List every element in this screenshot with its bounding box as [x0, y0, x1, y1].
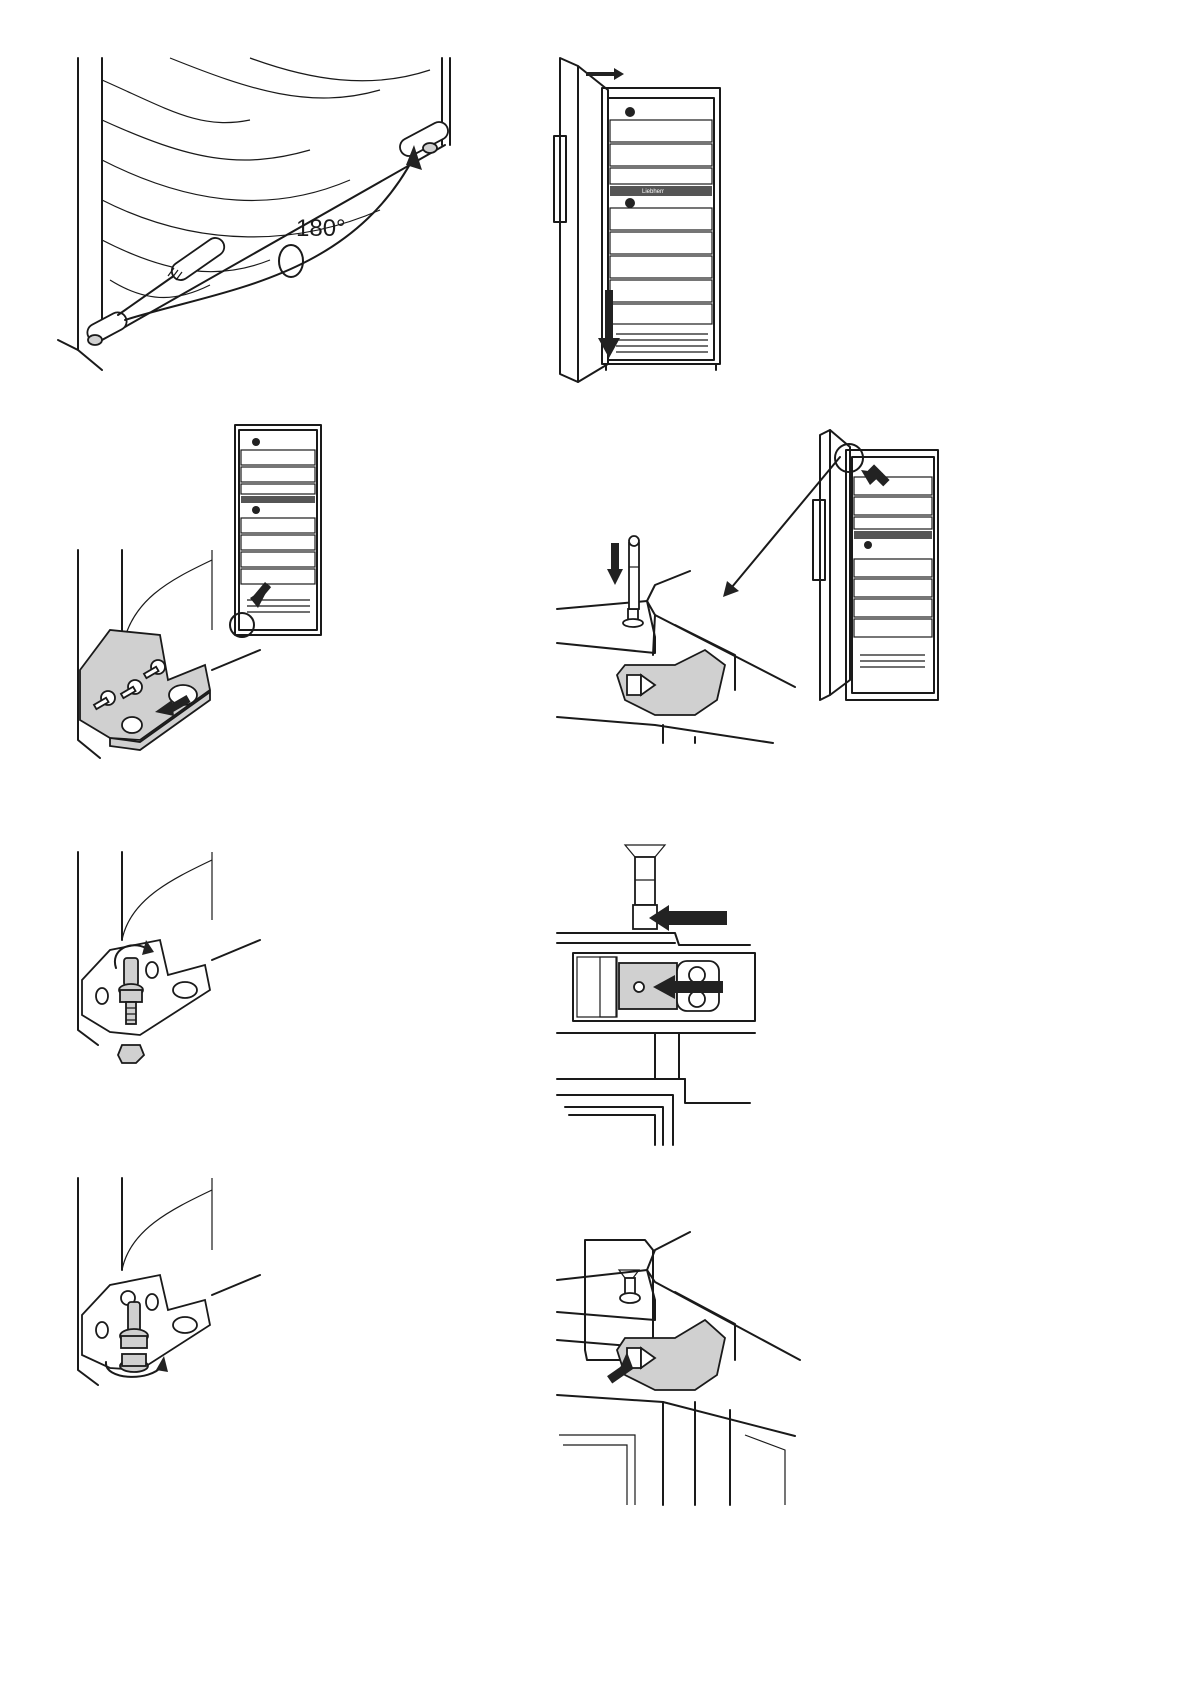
figure-hinge-screw — [555, 1220, 805, 1510]
brand-mark: Liebherr — [642, 189, 664, 195]
figure-hinge-pin-unscrew — [50, 840, 250, 1075]
figure-hinge-pin-fitted — [50, 1170, 250, 1410]
figure-door-remove: Liebherr — [550, 50, 800, 390]
rotation-angle-label: 180° — [296, 215, 346, 242]
figure-bottom-hinge — [50, 420, 350, 800]
figure-foot-rotation: 180° — [50, 50, 490, 380]
figure-hinge-clip — [555, 835, 770, 1150]
figure-top-hinge-pin — [555, 425, 1015, 805]
